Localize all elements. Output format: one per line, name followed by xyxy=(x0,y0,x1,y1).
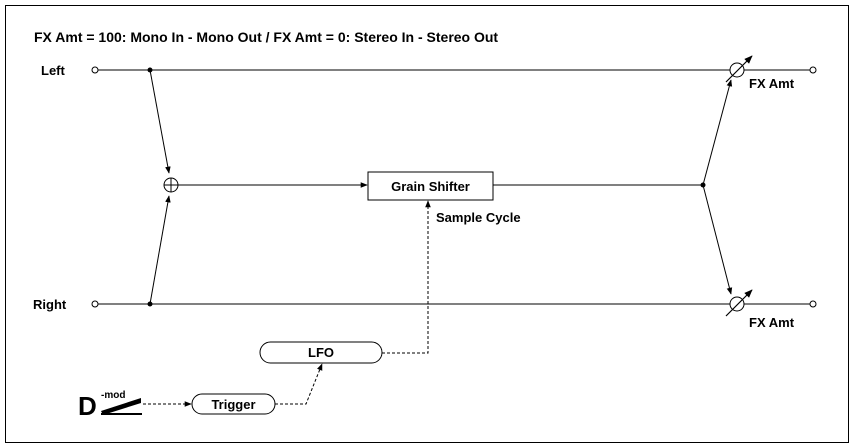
dmod-source-icon: D -mod xyxy=(78,390,142,421)
right-to-mixer-line xyxy=(149,195,171,305)
lfo-label: LFO xyxy=(308,345,334,360)
right-input-terminal xyxy=(91,300,99,308)
sample-cycle-label: Sample Cycle xyxy=(436,210,521,225)
wet-to-left-line xyxy=(702,79,733,186)
fx-amt-bottom-crossfade-icon xyxy=(725,289,753,317)
fx-amt-top-label: FX Amt xyxy=(749,76,795,91)
left-output-terminal xyxy=(809,66,817,74)
dmod-d-label: D xyxy=(78,391,97,421)
mixer-sum-icon xyxy=(163,177,179,193)
trigger-label: Trigger xyxy=(211,397,255,412)
grain-shifter-block xyxy=(367,171,494,201)
dmod-sup-label: -mod xyxy=(101,390,125,401)
left-input-label: Left xyxy=(41,63,66,78)
fx-amt-top-crossfade-icon xyxy=(725,55,753,83)
lfo-to-sample-cycle-line xyxy=(382,200,431,354)
left-input-terminal xyxy=(91,66,99,74)
wet-to-right-line xyxy=(702,184,733,295)
right-input-label: Right xyxy=(33,297,67,312)
fx-amt-bottom-label: FX Amt xyxy=(749,315,795,330)
diagram-border xyxy=(5,5,849,443)
grain-shifter-label: Grain Shifter xyxy=(391,179,470,194)
left-to-mixer-line xyxy=(149,69,171,174)
diagram-title: FX Amt = 100: Mono In - Mono Out / FX Am… xyxy=(34,29,498,45)
right-output-terminal xyxy=(809,300,817,308)
trigger-to-lfo-line xyxy=(275,363,323,405)
